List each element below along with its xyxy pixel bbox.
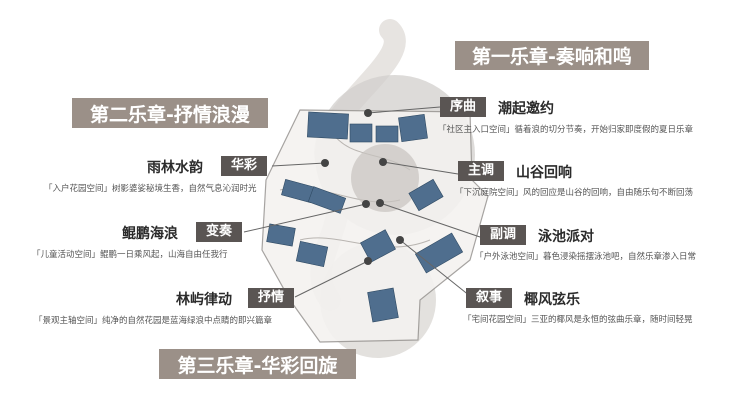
- tag-fudiao: 副调: [480, 225, 526, 245]
- leader-line-xushi: [399, 239, 471, 297]
- leader-line-huacai: [271, 162, 326, 167]
- building: [375, 125, 399, 143]
- leader-line-bianzou: [243, 203, 367, 233]
- title-shuqing: 林屿律动: [176, 292, 232, 308]
- title-huacai: 雨林水韵: [147, 160, 203, 176]
- building: [398, 113, 428, 143]
- desc-xuqu: 「社区主入口空间」循着浪的切分节奏，开始归家即度假的夏日乐章: [438, 125, 694, 135]
- building: [349, 123, 373, 143]
- building: [307, 111, 349, 140]
- leader-line-xuqu: [367, 106, 441, 114]
- building: [367, 287, 399, 323]
- title-zhudiao: 山谷回响: [516, 165, 572, 181]
- tag-huacai: 华彩: [221, 156, 267, 176]
- desc-bianzou: 「儿童活动空间」鲲鹏一日乘风起，山海自由任我行: [32, 250, 228, 260]
- desc-shuqing: 「景观主轴空间」纯净的自然花园是蓝海绿浪中点睛的即兴篇章: [34, 316, 273, 326]
- building: [307, 186, 347, 214]
- desc-xushi: 「宅间花园空间」三亚的椰风是永恒的弦曲乐章，随时间轻晃: [463, 315, 693, 325]
- leader-line-zhudiao: [382, 161, 459, 175]
- marker-dot: [376, 199, 384, 207]
- tag-xushi: 叙事: [466, 288, 512, 308]
- building: [414, 232, 464, 274]
- desc-huacai: 「入户花园空间」树影婆娑秘境生香，自然气息沁润时光: [44, 184, 257, 194]
- marker-dot: [396, 236, 404, 244]
- title-fudiao: 泳池派对: [538, 229, 594, 245]
- chapter-one-banner: 第一乐章-奏响和鸣: [455, 41, 649, 70]
- tag-bianzou: 变奏: [196, 222, 242, 242]
- chapter-two-banner: 第二乐章-抒情浪漫: [72, 98, 268, 128]
- marker-dot: [321, 159, 329, 167]
- title-xushi: 椰风弦乐: [524, 292, 580, 308]
- tag-xuqu: 序曲: [440, 97, 486, 117]
- tag-zhudiao: 主调: [458, 161, 504, 181]
- building: [360, 229, 396, 263]
- building: [295, 240, 329, 268]
- desc-fudiao: 「户外泳池空间」暮色浸染摇摆泳池吧，自然乐章渗入日常: [475, 252, 697, 262]
- chapter-three-banner: 第三乐章-华彩回旋: [159, 349, 356, 379]
- tag-shuqing: 抒情: [248, 288, 294, 308]
- buildings: [266, 111, 464, 323]
- building: [266, 223, 296, 247]
- site-circle-medium: [351, 144, 419, 212]
- title-bianzou: 鲲鹏海浪: [122, 226, 178, 242]
- marker-dot: [364, 257, 372, 265]
- leader-line-shuqing: [294, 260, 369, 298]
- marker-dot: [362, 200, 370, 208]
- building: [408, 178, 444, 212]
- desc-zhudiao: 「下沉庭院空间」风的回应是山谷的回响，自由随乐句不断回荡: [455, 188, 694, 198]
- marker-dot: [379, 158, 387, 166]
- leader-line-fudiao: [379, 202, 481, 238]
- marker-dot: [364, 109, 372, 117]
- title-xuqu: 潮起邀约: [498, 101, 554, 117]
